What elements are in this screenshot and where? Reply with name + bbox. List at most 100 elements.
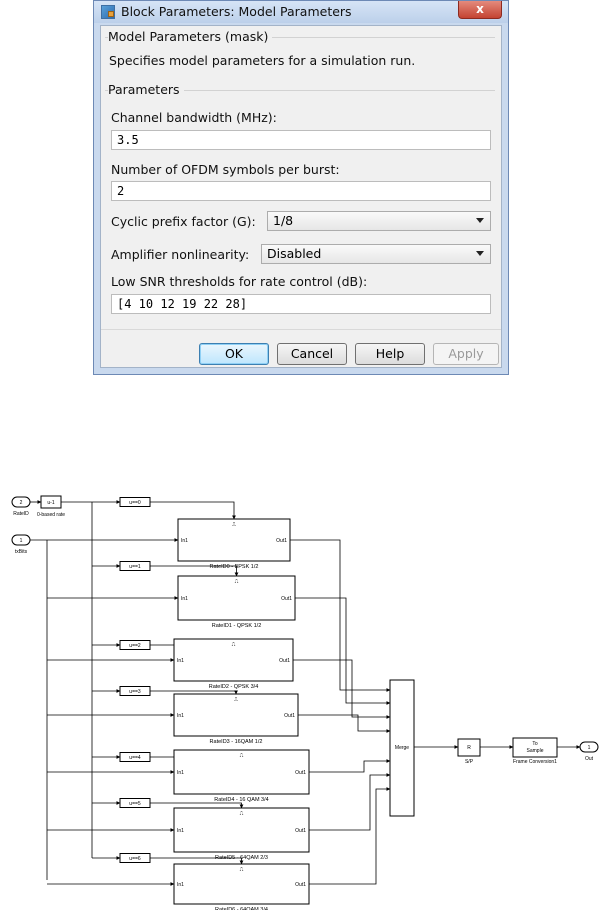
subsystem-caption: RateID6 - 64QAM 3/4 [215,907,268,910]
wire-sub-to-merge [309,787,391,885]
subsystem-out-port: Out1 [295,828,306,834]
wire-trigger [150,565,239,577]
subsystem-out-port: Out1 [276,538,287,544]
fc-line2: Sample [527,748,544,754]
merge-block[interactable] [389,679,415,817]
subsystem-out-port: Out1 [284,713,295,719]
bandwidth-input[interactable]: 3.5 [111,130,491,150]
help-button[interactable]: Help [355,343,425,365]
cp-label: Cyclic prefix factor (G): [111,214,256,229]
wire-trigger [150,857,244,865]
inport-txbits-number: 1 [20,538,23,544]
trigger-icon: ⎍ [240,811,244,817]
compare-label: u==5 [129,801,141,807]
subsystem-in-port: In1 [177,828,184,834]
subsystem-out-port: Out1 [279,658,290,664]
subsystem-in-port: In1 [177,882,184,888]
chevron-down-icon [476,218,484,223]
wire-trigger [150,690,238,695]
trigger-icon: ⎍ [232,642,236,648]
block-parameters-dialog: Block Parameters: Model Parameters x Mod… [93,0,509,375]
subsystem-caption: RateID4 - 16 QAM 3/4 [214,797,268,803]
subsystem-out-port: Out1 [295,882,306,888]
enabled-subsystem[interactable] [173,807,310,853]
subsystem-in-port: In1 [181,596,188,602]
compare-label: u==2 [129,643,141,649]
params-group-label: Parameters [108,82,184,97]
subsystem-out-port: Out1 [295,770,306,776]
merge-label: Merge [395,745,409,751]
amp-dropdown-value: Disabled [267,246,322,261]
inport-rateid-number: 2 [20,500,23,506]
ok-button[interactable]: OK [199,343,269,365]
cancel-button[interactable]: Cancel [277,343,347,365]
wire-trigger [150,802,244,809]
wire-sub-to-merge [290,539,391,692]
trigger-icon: ⎍ [240,753,244,759]
sp-caption: S/P [465,759,474,765]
mask-group-label: Model Parameters (mask) [108,29,273,44]
frame-conversion-block[interactable] [512,737,558,758]
subsystem-out-port: Out1 [281,596,292,602]
enabled-subsystem[interactable] [173,863,310,905]
subsystem-in-port: In1 [181,538,188,544]
trigger-icon: ⎍ [232,522,236,528]
wire-sub-to-merge [309,759,391,773]
dialog-title-bar[interactable]: Block Parameters: Model Parameters x [94,1,508,23]
subsystem-in-port: In1 [177,658,184,664]
wire-sub-to-merge [293,659,391,719]
bandwidth-label: Channel bandwidth (MHz): [111,110,277,125]
mask-group-border [105,37,495,38]
compare-label: u==3 [129,689,141,695]
button-separator [101,329,501,330]
inport-txbits-name: txBits [15,549,28,555]
subsystem-in-port: In1 [177,770,184,776]
simulink-block-icon [101,5,115,19]
compare-label: u==4 [129,755,141,761]
wire-sub-to-merge [298,714,391,733]
wire-sub-to-merge [295,597,391,705]
close-button[interactable]: x [458,1,502,19]
compare-label: u==0 [129,500,141,506]
subsystem-caption: RateID1 - QPSK 1/2 [212,623,262,629]
fc-line1: To [532,741,538,747]
cp-dropdown-value: 1/8 [273,213,294,228]
subsystem-caption: RateID0 - BPSK 1/2 [210,564,259,570]
trigger-icon: ⎍ [234,697,238,703]
wire-trigger [150,501,236,520]
sp-block[interactable] [457,738,481,757]
compare-label: u==1 [129,564,141,570]
cp-dropdown[interactable]: 1/8 [267,211,491,231]
enabled-subsystem[interactable] [173,638,294,682]
symbols-input[interactable]: 2 [111,181,491,201]
apply-button[interactable]: Apply [433,343,499,365]
rate-decrement-label: u-1 [47,500,54,506]
outport-name: Out [585,756,594,762]
fc-caption: Frame Conversion1 [513,759,557,765]
params-group-border [105,90,495,91]
snr-label: Low SNR thresholds for rate control (dB)… [111,274,368,289]
amp-dropdown[interactable]: Disabled [261,244,491,264]
wire-sub-to-merge [309,773,391,831]
symbols-label: Number of OFDM symbols per burst: [111,162,340,177]
sp-label: R [467,745,471,751]
chevron-down-icon [476,251,484,256]
amp-label: Amplifier nonlinearity: [111,247,250,262]
outport-out[interactable] [579,741,599,753]
subsystem-caption: RateID2 - QPSK 3/4 [209,684,259,690]
dialog-title: Block Parameters: Model Parameters [121,4,352,19]
subsystem-in-port: In1 [177,713,184,719]
trigger-icon: ⎍ [235,579,239,585]
dialog-body: Model Parameters (mask) Specifies model … [100,25,502,368]
enabled-subsystem[interactable] [177,518,291,562]
snr-input[interactable]: [4 10 12 19 22 28] [111,294,491,314]
trigger-icon: ⎍ [240,867,244,873]
rate-decrement-caption: 0-based rate [37,512,65,518]
subsystem-caption: RateID3 - 16QAM 1/2 [210,739,263,745]
outport-number: 1 [588,745,591,751]
enabled-subsystem[interactable] [177,575,296,621]
compare-label: u==6 [129,856,141,862]
mask-description: Specifies model parameters for a simulat… [109,53,416,68]
inport-rateid-name: RateID [13,511,29,517]
